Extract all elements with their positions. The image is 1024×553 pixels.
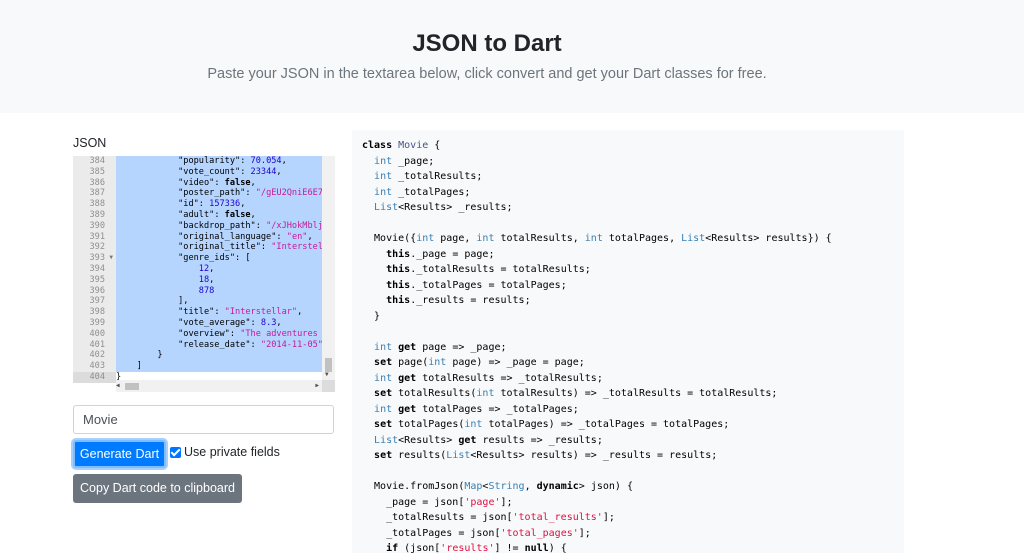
scroll-right-arrow-icon[interactable]: ▶: [315, 382, 319, 389]
vertical-scrollbar[interactable]: ▼: [322, 156, 335, 380]
line-number: 399: [89, 317, 105, 328]
json-code-line: "popularity": 70.054,: [178, 156, 287, 166]
private-fields-option[interactable]: Use private fields: [170, 445, 280, 459]
dart-code-line: this._totalResults = totalResults;: [386, 264, 591, 275]
json-code-line: "adult": false,: [178, 209, 256, 220]
json-code-line: 878: [198, 285, 215, 296]
horizontal-scrollbar[interactable]: ◀ ▶: [116, 380, 322, 392]
json-code-line: 18,: [198, 274, 215, 285]
json-code-line: 12,: [198, 263, 215, 274]
line-number: 396: [89, 285, 105, 296]
line-number: 402: [89, 350, 105, 361]
dart-code-line: List<Results> _results;: [374, 202, 513, 213]
dart-code-line: Movie({int page, int totalResults, int t…: [362, 233, 832, 244]
json-code-line: }: [116, 371, 122, 380]
dart-output-panel: class Movie { int _page; int _totalResul…: [352, 130, 904, 553]
dart-code-line: int _totalPages;: [374, 186, 471, 198]
json-code-line: "vote_average": 8.3,: [178, 317, 282, 328]
vertical-scroll-thumb[interactable]: [325, 358, 332, 372]
line-number: 392: [89, 242, 105, 253]
line-number: 385: [89, 166, 105, 177]
page-header: JSON to Dart Paste your JSON in the text…: [0, 0, 1024, 113]
line-number: 388: [89, 199, 105, 210]
generate-dart-button[interactable]: Generate Dart: [73, 440, 166, 468]
line-number: 404: [73, 371, 116, 383]
copy-to-clipboard-button[interactable]: Copy Dart code to clipboard: [73, 474, 242, 503]
json-code-line: ]: [116, 361, 142, 372]
json-label: JSON: [73, 136, 107, 150]
line-number: 391: [89, 231, 105, 242]
dart-code-line: this._page = page;: [386, 248, 495, 260]
scroll-left-arrow-icon[interactable]: ◀: [116, 382, 120, 389]
horizontal-scroll-thumb[interactable]: [125, 383, 139, 390]
line-number: 389: [89, 209, 105, 220]
dart-code-line: int get totalResults => _totalResults;: [374, 372, 603, 384]
dart-code-line: _totalResults = json['total_results'];: [362, 512, 615, 523]
line-number: 403: [89, 361, 105, 372]
json-code-line: "backdrop_path": "/xJHokMbljvj: [178, 220, 322, 231]
dart-code-line: class Movie {: [362, 140, 441, 151]
dart-code-line: set totalResults(int totalResults) => _t…: [374, 388, 778, 399]
dart-code-line: _totalPages = json['total_pages'];: [362, 527, 591, 539]
line-number: 394: [89, 263, 105, 274]
class-name-input[interactable]: [73, 405, 334, 434]
line-number: 397: [89, 296, 105, 307]
json-code-line: "id": 157336,: [178, 199, 246, 210]
scroll-down-arrow-icon[interactable]: ▼: [325, 371, 329, 378]
private-fields-label[interactable]: Use private fields: [184, 445, 280, 459]
dart-code-line: int get page => _page;: [374, 341, 507, 353]
page-title: JSON to Dart: [412, 30, 562, 57]
fold-arrow-icon[interactable]: ▼: [109, 254, 113, 262]
dart-code-line: List<Results> get results => _results;: [374, 434, 603, 446]
line-number: 390: [89, 220, 105, 231]
json-code-line: "vote_count": 23344,: [178, 166, 282, 177]
json-code-line: }: [116, 350, 163, 361]
page-subtitle: Paste your JSON in the textarea below, c…: [207, 66, 767, 82]
line-number: 400: [89, 328, 105, 339]
json-code-line: "genre_ids": [: [178, 253, 251, 264]
line-number: 393▼: [89, 253, 113, 264]
dart-code-line: set page(int page) => _page = page;: [374, 357, 585, 368]
json-code-line: "poster_path": "/gEU2QniE6E77N: [178, 188, 322, 199]
private-fields-checkbox[interactable]: [170, 446, 181, 458]
json-code-area[interactable]: "popularity": 70.054, "vote_count": 2334…: [116, 156, 322, 380]
dart-code-line: }: [362, 310, 381, 322]
json-code-line: "overview": "The adventures of: [178, 328, 318, 339]
line-number: 387: [89, 188, 105, 199]
dart-code-line: set results(List<Results> results) => _r…: [374, 450, 718, 461]
dart-code-line: this._totalPages = totalPages;: [386, 279, 567, 291]
dart-code-line: _page = json['page'];: [362, 496, 513, 508]
line-number: 386: [89, 177, 105, 188]
dart-code-line: set totalPages(int totalPages) => _total…: [374, 419, 730, 430]
dart-code-line: int get totalPages => _totalPages;: [374, 403, 579, 415]
json-code-line: "original_title": "Interstella: [178, 242, 322, 253]
json-code-line: "title": "Interstellar",: [178, 307, 303, 318]
dart-code-line: Movie.fromJson(Map<String, dynamic> json…: [362, 481, 633, 492]
dart-code-line: this._results = results;: [386, 295, 531, 306]
scrollbar-corner: [322, 380, 335, 392]
text-selection: [116, 156, 322, 372]
json-code-line: "video": false,: [178, 177, 256, 188]
json-code-line: "release_date": "2014-11-05": [178, 339, 322, 350]
json-code-line: "original_language": "en",: [178, 231, 313, 242]
dart-code-line: int _page;: [374, 155, 435, 167]
line-number: 398: [89, 307, 105, 318]
line-number: 401: [89, 339, 105, 350]
dart-code-line: if (json['results'] != null) {: [386, 543, 567, 553]
json-code-line: ],: [116, 296, 189, 307]
dart-code-line: int _totalResults;: [374, 171, 483, 182]
line-number: 384: [89, 156, 105, 166]
line-number: 395: [89, 274, 105, 285]
